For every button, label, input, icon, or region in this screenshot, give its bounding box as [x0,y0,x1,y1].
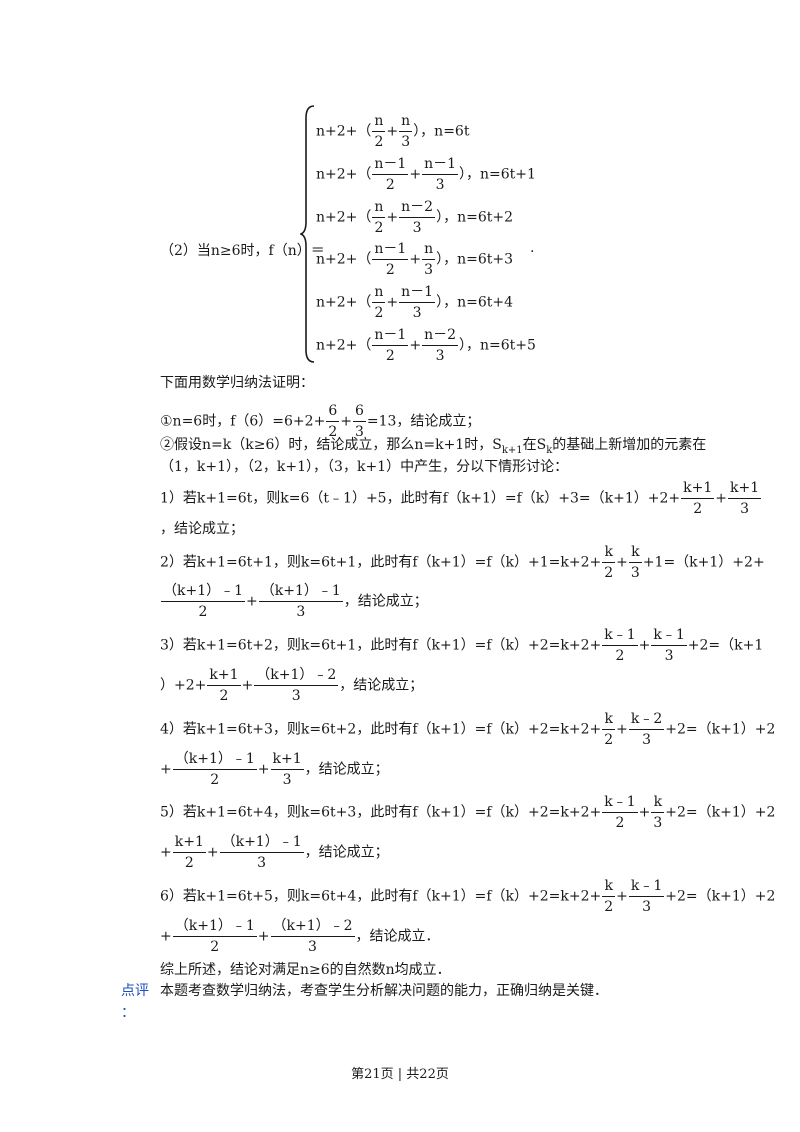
case4-line1: 4）若k+1=6t+3，则k=6t+2，此时有f（k+1）=f（k）+2=k+2… [160,711,776,748]
case1-line2: ，结论成立； [160,521,244,537]
page-footer: 第21页 | 共22页 [351,1067,449,1082]
case2-line1: 2）若k+1=6t+1，则k=6t+1，此时有f（k+1）=f（k）+1=k+2… [160,544,765,581]
left-brace [300,105,315,363]
piecewise-period: . [530,240,535,256]
comment-label: 点评 [121,983,149,999]
step2-line2: （1，k+1），（2，k+1），（3，k+1）中产生，分以下情形讨论： [160,459,569,475]
case6-line1: 6）若k+1=6t+5，则k=6t+4，此时有f（k+1）=f（k）+2=k+2… [160,878,776,915]
case1-line1: 1）若k+1=6t，则k=6（t﹣1）+5，此时有f（k+1）=f（k）+3=（… [160,480,762,517]
comment-text: 本题考查数学归纳法，考查学生分析解决问题的能力，正确归纳是关键． [160,983,608,999]
piecewise-intro: （2）当n≥6时，f（n）＝ [160,243,325,259]
case5-line1: 5）若k+1=6t+4，则k=6t+3，此时有f（k+1）=f（k）+2=k+2… [160,794,776,831]
conclusion: 综上所述，结论对满足n≥6的自然数n均成立． [160,962,451,978]
case3-line1: 3）若k+1=6t+2，则k=6t+1，此时有f（k+1）=f（k）+2=k+2… [160,627,764,664]
proof-heading: 下面用数学归纳法证明： [160,375,314,391]
step2-line1: ②假设n=k（k≥6）时，结论成立，那么n=k+1时，Sk+1在Sk的基础上新增… [160,437,707,456]
comment-colon: ： [121,1005,135,1021]
